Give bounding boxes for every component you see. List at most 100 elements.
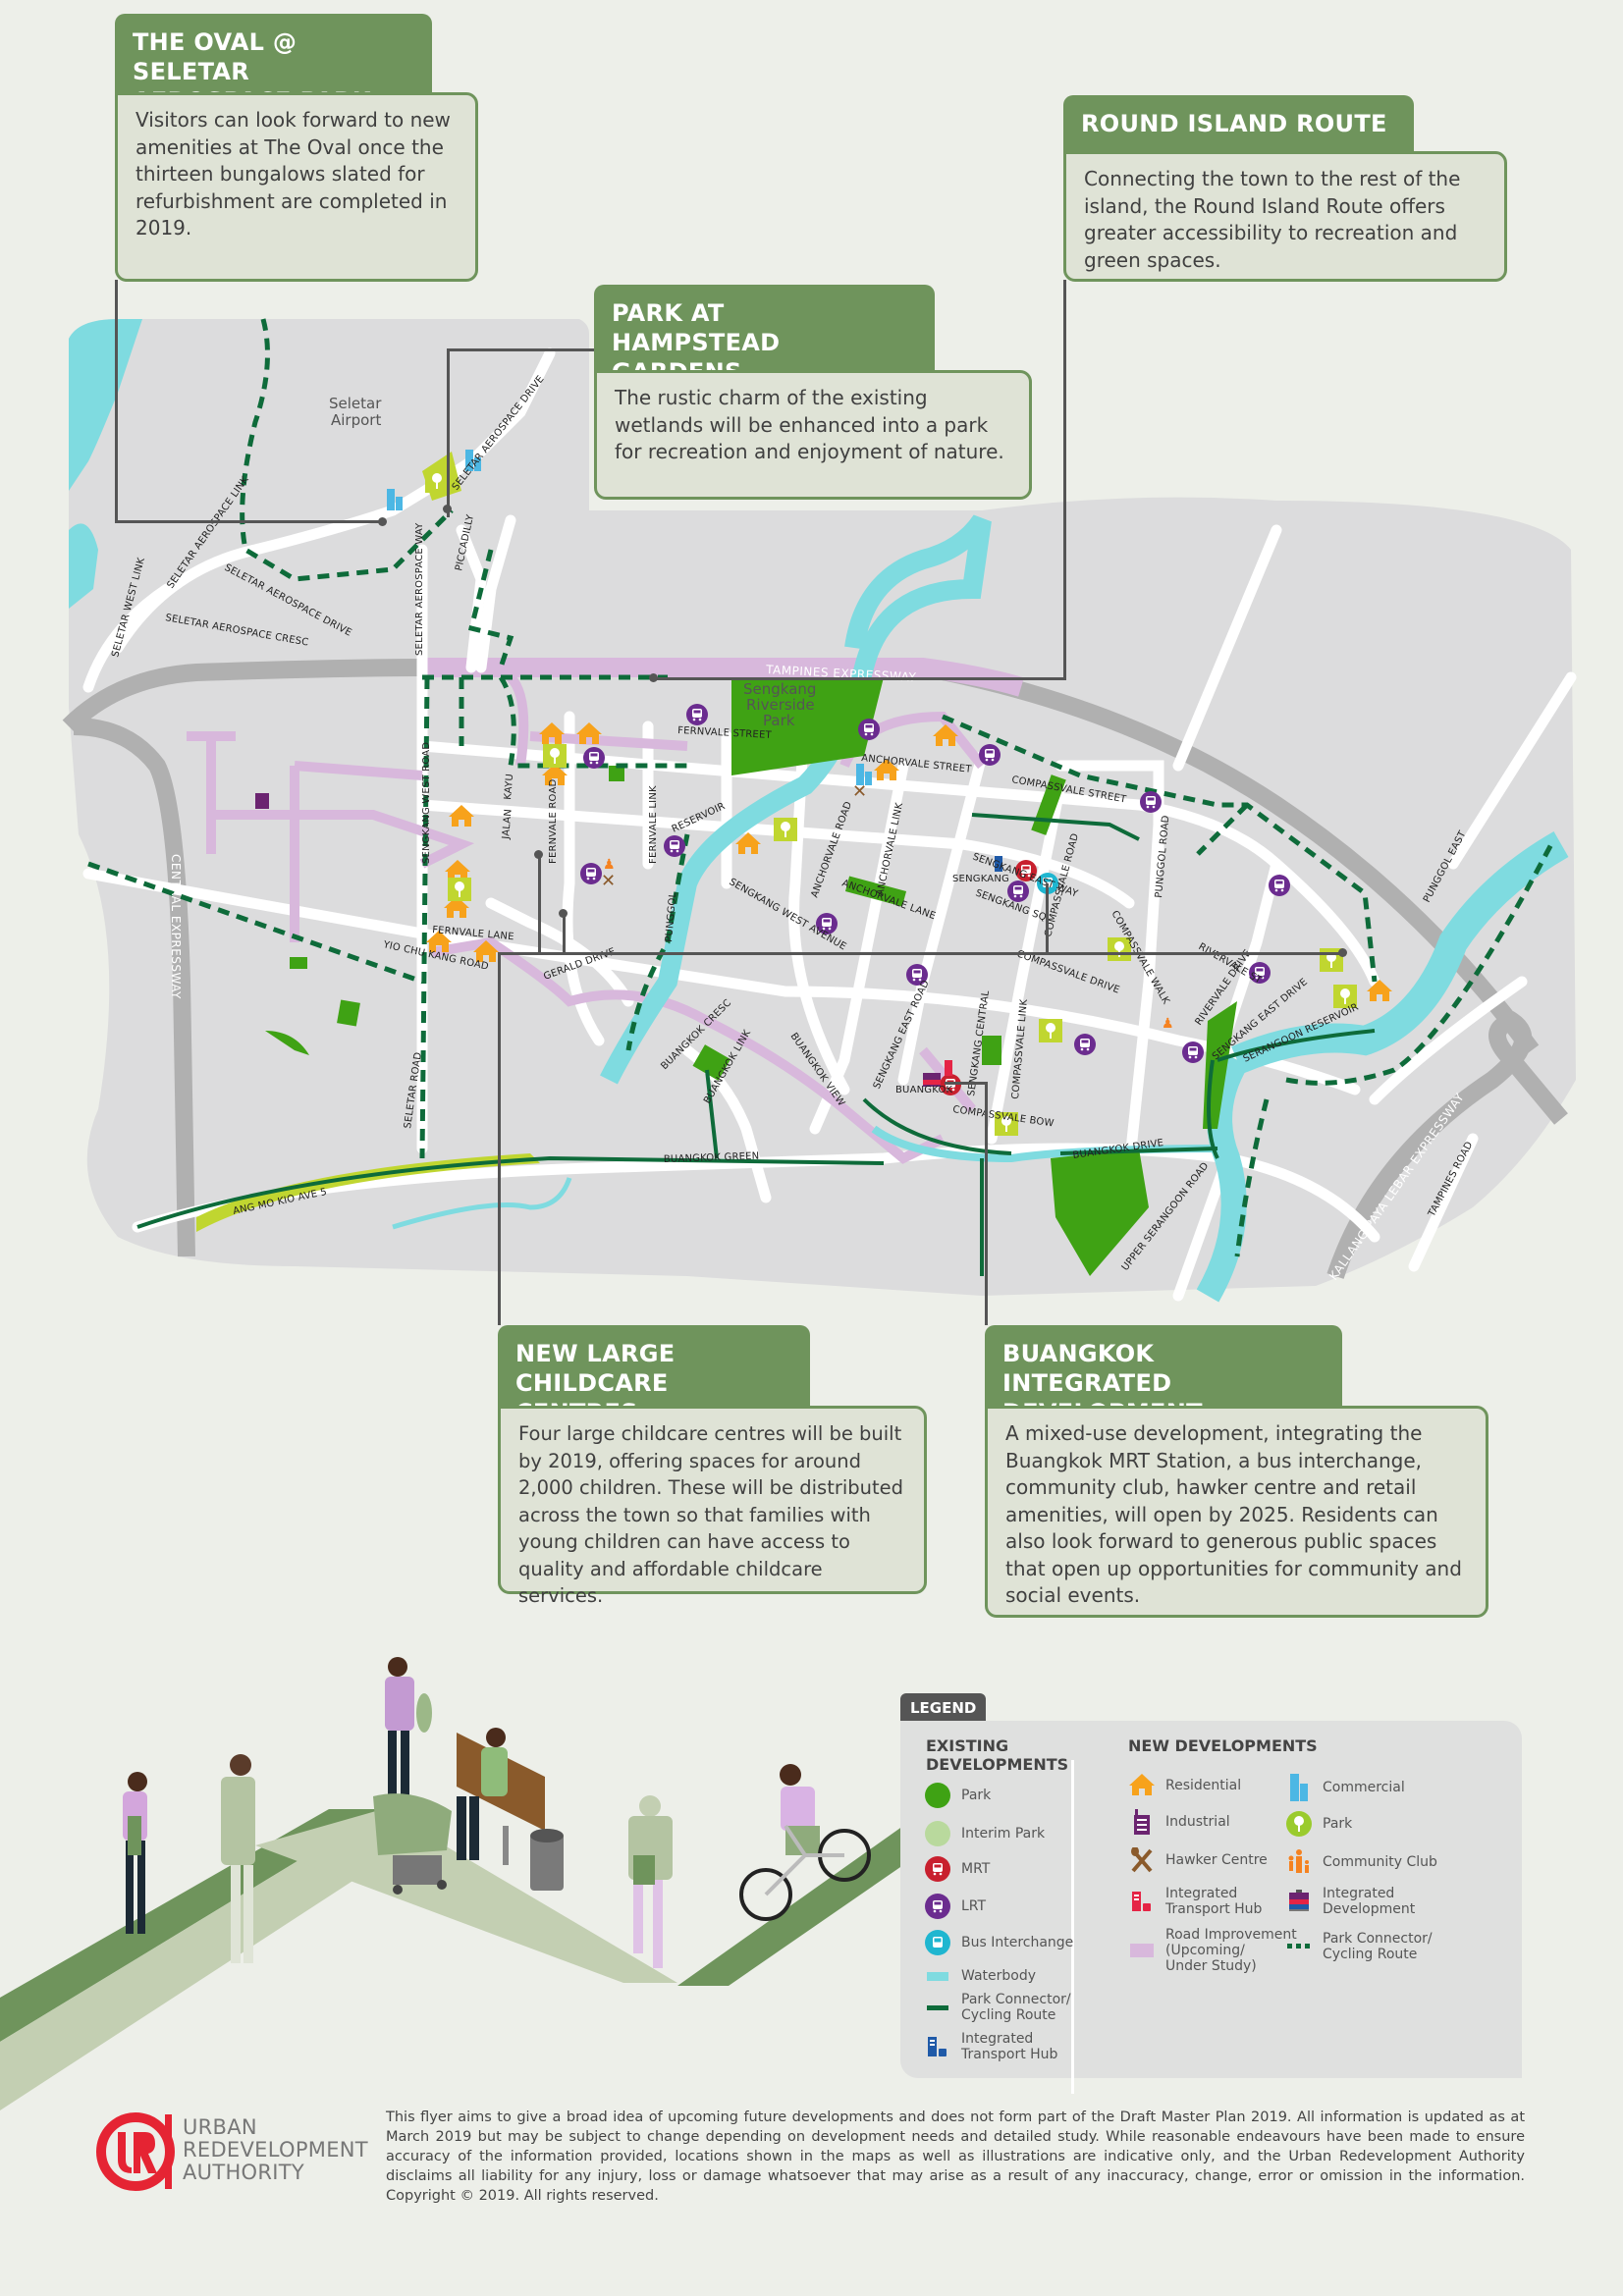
svg-text:SELETAR WEST LINK: SELETAR WEST LINK xyxy=(110,557,147,659)
park-connector-illustration xyxy=(0,1649,903,2110)
leader-line xyxy=(115,280,118,522)
svg-text:ANCHORVALE ROAD: ANCHORVALE ROAD xyxy=(809,800,854,899)
stroller-icon xyxy=(373,1793,452,1895)
svg-text:BUANGKOK LINK: BUANGKOK LINK xyxy=(702,1028,753,1105)
svg-text:RESERVOIR: RESERVOIR xyxy=(671,801,728,835)
legend-item-commercial: Commercial xyxy=(1285,1774,1405,1801)
svg-text:PUNGGOL ROAD: PUNGGOL ROAD xyxy=(1154,815,1171,898)
legend-item-waterbody: Waterbody xyxy=(924,1962,1036,1990)
svg-text:ANCHORVALE LINK: ANCHORVALE LINK xyxy=(875,801,905,896)
svg-text:✕: ✕ xyxy=(601,871,616,891)
svg-text:FERNVALE LANE: FERNVALE LANE xyxy=(432,925,514,942)
map-label-riverside-3: Park xyxy=(763,712,795,729)
svg-text:FERNVALE ROAD: FERNVALE ROAD xyxy=(548,779,559,864)
legend-item-lrt: LRT xyxy=(924,1893,986,1920)
map-label-riverside-1: Sengkang xyxy=(743,680,816,698)
legend-item-community-club: Community Club xyxy=(1285,1848,1437,1876)
svg-text:SENGKANG EAST ROAD: SENGKANG EAST ROAD xyxy=(872,979,932,1091)
svg-text:ANCHORVALE LANE: ANCHORVALE LANE xyxy=(840,878,937,922)
svg-text:BUANGKOK VIEW: BUANGKOK VIEW xyxy=(788,1031,847,1108)
logo-line-urban: URBAN xyxy=(183,2115,257,2139)
callout-body: Four large childcare centres will be bui… xyxy=(498,1406,927,1607)
dashed-line-icon xyxy=(1285,1933,1313,1960)
legend-divider xyxy=(1071,1760,1074,2094)
house-icon xyxy=(1128,1772,1156,1799)
park-dot-icon xyxy=(924,1782,951,1809)
leader-line xyxy=(538,854,541,954)
logo-line-authority: AUTHORITY xyxy=(183,2161,305,2184)
ura-logo: URBAN REDEVELOPMENT AUTHORITY xyxy=(94,2110,369,2191)
commercial-building-icon xyxy=(1285,1774,1313,1801)
spoon-fork-icon xyxy=(1128,1846,1156,1874)
family-icon xyxy=(1285,1848,1313,1876)
leader-dot xyxy=(559,909,568,918)
svg-text:SENGKANG EAST WAY: SENGKANG EAST WAY xyxy=(971,851,1080,899)
svg-text:FERNVALE STREET: FERNVALE STREET xyxy=(677,725,773,741)
svg-text:RIVERVALE DRIVE: RIVERVALE DRIVE xyxy=(1193,948,1253,1028)
callout-body: The rustic charm of the existing wetland… xyxy=(594,370,1032,500)
svg-text:♟: ♟ xyxy=(603,857,616,873)
transport-hub-blue-icon xyxy=(924,2033,951,2060)
svg-text:COMPASSVALE LINK: COMPASSVALE LINK xyxy=(1010,998,1030,1099)
person-woman-icon xyxy=(123,1772,147,1934)
leader-dot xyxy=(443,505,452,513)
bin-icon xyxy=(530,1829,564,1891)
mrt-icon xyxy=(924,1855,951,1883)
legend-item-residential: Residential xyxy=(1128,1772,1241,1799)
svg-text:KALLANG PAYA LEBAR EXPRESSWAY: KALLANG PAYA LEBAR EXPRESSWAY xyxy=(1326,1091,1467,1283)
svg-text:SELETAR AEROSPACE LINK: SELETAR AEROSPACE LINK xyxy=(165,474,251,590)
svg-text:CENTRAL EXPRESSWAY: CENTRAL EXPRESSWAY xyxy=(169,854,183,999)
svg-text:PUNGGOL: PUNGGOL xyxy=(664,891,678,942)
svg-text:SENGKANG WEST ROAD: SENGKANG WEST ROAD xyxy=(421,742,432,864)
leader-dot xyxy=(649,673,658,682)
svg-text:ANCHORVALE STREET: ANCHORVALE STREET xyxy=(861,753,973,775)
svg-text:TAMPINES EXPRESSWAY: TAMPINES EXPRESSWAY xyxy=(765,663,917,684)
logo-line-redevelopment: REDEVELOPMENT xyxy=(183,2138,368,2162)
legend-item-new-park: Park xyxy=(1285,1810,1352,1838)
legend-item-integrated-development: Integrated Development xyxy=(1285,1886,1415,1917)
callout-title: ROUND ISLAND ROUTE xyxy=(1063,95,1414,152)
svg-text:RIVERVALE ST: RIVERVALE ST xyxy=(1197,941,1265,987)
person-sitting-woman-icon xyxy=(457,1728,508,1860)
svg-text:BUANGKOK GREEN: BUANGKOK GREEN xyxy=(664,1151,760,1165)
disclaimer-text: This flyer aims to give a broad idea of … xyxy=(386,2109,1525,2204)
leader-line xyxy=(1063,280,1066,680)
leader-line xyxy=(447,348,594,351)
callout-title: NEW LARGE CHILDCARE CENTRES xyxy=(498,1325,810,1426)
road-improvement-swatch-icon xyxy=(1128,1937,1156,1964)
svg-text:UPPER SERANGOON ROAD: UPPER SERANGOON ROAD xyxy=(1120,1160,1212,1273)
integrated-development-icon xyxy=(1285,1888,1313,1915)
svg-text:ANG MO KIO AVE 5: ANG MO KIO AVE 5 xyxy=(232,1187,328,1217)
callout-title: THE OVAL @ SELETAR AEROSPACE PARK xyxy=(115,14,432,115)
leader-line xyxy=(563,913,566,954)
legend-item-interim-park: Interim Park xyxy=(924,1820,1045,1847)
map-label-seletar: Seletar xyxy=(329,395,382,412)
svg-text:PICCADILLY: PICCADILLY xyxy=(454,513,476,572)
svg-text:YIO CHU KANG ROAD: YIO CHU KANG ROAD xyxy=(381,939,489,973)
svg-text:JALAN: JALAN xyxy=(501,809,514,841)
leader-dot xyxy=(1338,948,1347,957)
bus-interchange-icon xyxy=(924,1929,951,1956)
svg-text:KAYU: KAYU xyxy=(503,774,515,801)
factory-icon xyxy=(1128,1808,1156,1836)
svg-text:SENGKANG WEST AVENUE: SENGKANG WEST AVENUE xyxy=(728,877,848,952)
legend-item-park: Park xyxy=(924,1782,991,1809)
legend-tab: LEGEND xyxy=(900,1693,987,1723)
callout-body: Connecting the town to the rest of the i… xyxy=(1063,151,1507,282)
solid-line-icon xyxy=(924,1994,951,2021)
leader-line xyxy=(498,952,1342,955)
person-parent-baby-icon xyxy=(385,1657,432,1799)
svg-text:SENGKANG EAST DRIVE: SENGKANG EAST DRIVE xyxy=(1211,977,1310,1062)
legend-item-mrt: MRT xyxy=(924,1855,990,1883)
svg-text:FERNVALE LINK: FERNVALE LINK xyxy=(648,785,659,864)
person-man-icon xyxy=(221,1754,255,1963)
leader-line xyxy=(1046,883,1049,954)
legend-item-hawker-centre: Hawker Centre xyxy=(1128,1846,1268,1874)
svg-text:♟: ♟ xyxy=(1162,1016,1174,1032)
map-label-riverside-2: Riverside xyxy=(746,696,815,714)
svg-text:BUANGKOK DRIVE: BUANGKOK DRIVE xyxy=(1072,1138,1164,1161)
leader-line xyxy=(945,1082,988,1085)
svg-text:SELETAR ROAD: SELETAR ROAD xyxy=(403,1051,424,1129)
map-label-sengkang: SENGKANG xyxy=(952,874,1009,884)
callout-body: Visitors can look forward to new ameniti… xyxy=(115,92,478,282)
